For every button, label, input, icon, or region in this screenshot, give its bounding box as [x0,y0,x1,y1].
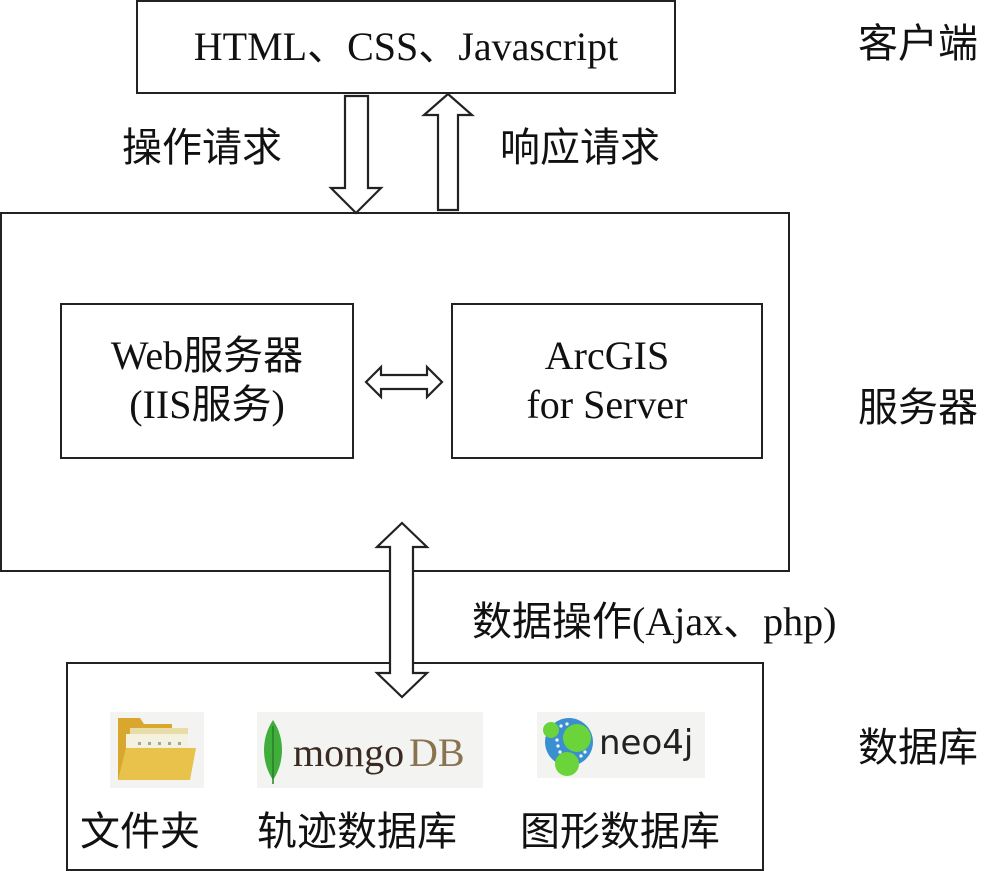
arcgis-line2: for Server [526,382,688,427]
mongodb-logo: mongo DB [257,712,483,788]
server-tier-label: 服务器 [858,385,978,430]
svg-text:mongo: mongo [293,730,404,775]
web-server-box: Web服务器 (IIS服务) [60,303,354,459]
db-item-label-folder: 文件夹 [80,809,200,854]
neo4j-logo: neo4j [537,712,705,778]
data-ops-label: 数据操作(Ajax、php) [472,599,837,644]
arcgis-line1: ArcGIS [544,333,670,379]
bidirectional-vertical-arrow-icon [374,521,430,699]
request-label: 操作请求 [122,125,282,170]
response-arrow-icon [421,92,475,212]
svg-text:DB: DB [409,730,465,775]
client-box: HTML、CSS、Javascript [136,0,676,94]
bidirectional-horizontal-arrow-icon [364,364,444,400]
db-item-label-neo4j: 图形数据库 [520,809,720,854]
svg-text:neo4j: neo4j [599,723,693,763]
response-label: 响应请求 [500,125,660,170]
arcgis-server-box: ArcGIS for Server [451,303,763,459]
web-server-line2: (IIS服务) [129,382,285,427]
folder-icon [110,712,204,788]
database-tier-label: 数据库 [858,725,978,770]
client-box-text: HTML、CSS、Javascript [193,23,619,69]
web-server-line1: Web服务器 [110,333,304,379]
db-item-label-mongodb: 轨迹数据库 [257,809,457,854]
client-tier-label: 客户端 [858,21,978,66]
request-arrow-icon [328,94,384,215]
